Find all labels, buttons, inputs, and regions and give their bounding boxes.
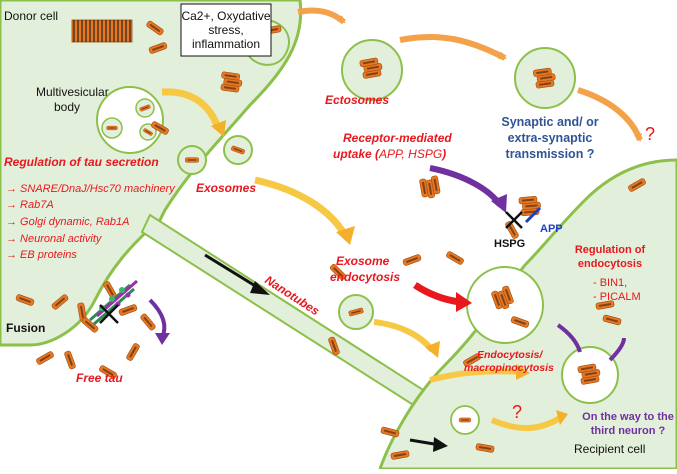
ectosomes-label: Ectosomes <box>325 93 389 107</box>
recipient-cell-label: Recipient cell <box>574 442 645 456</box>
third-neuron-label-2: third neuron ? <box>591 425 666 437</box>
regulation-item-2: → Rab7A <box>6 199 54 211</box>
third-neuron-label-1: On the way to the <box>582 411 674 423</box>
stress-label-2: stress, <box>208 23 243 37</box>
free-tau-label: Free tau <box>76 371 123 385</box>
stress-label-3: inflammation <box>192 37 260 51</box>
stress-label-1: Ca2+, Oxydative <box>181 9 270 23</box>
regulation-item-4: → Neuronal activity <box>6 233 103 245</box>
fusion-label: Fusion <box>6 321 45 335</box>
hspg-label: HSPG <box>494 238 525 250</box>
regulation-endocytosis-label-1: Regulation of <box>575 244 646 256</box>
app-receptor <box>524 206 542 224</box>
macropinocytosis-label-2: macropinocytosis <box>464 362 554 374</box>
question-mark-top: ? <box>645 124 655 144</box>
endo-item-picalm: - PICALM <box>593 291 641 303</box>
app-label: APP <box>540 223 563 235</box>
regulation-title: Regulation of tau secretion <box>4 155 159 169</box>
synaptic-label-2: extra-synaptic <box>508 131 593 145</box>
block-x-icon <box>99 211 523 324</box>
regulation-item-1: → SNARE/DnaJ/Hsc70 machinery <box>6 183 176 195</box>
mvb-label-1: Multivesicular <box>36 85 109 99</box>
receptor-uptake-label-2: uptake (APP, HSPG) <box>333 147 446 161</box>
regulation-item-5: → EB proteins <box>6 249 77 261</box>
donor-cell-label: Donor cell <box>4 9 58 23</box>
regulation-endocytosis-label-2: endocytosis <box>578 258 642 270</box>
endo-item-bin1: - BIN1, <box>593 277 627 289</box>
exosome-endocytosis-label-2: endocytosis <box>330 270 400 284</box>
synaptic-label-3: transmission ? <box>506 147 595 161</box>
macropinocytosis-label-1: Endocytosis/ <box>477 349 543 361</box>
synaptic-label-1: Synaptic and/ or <box>501 115 598 129</box>
arrow-icon <box>148 7 643 452</box>
receptor-uptake-label-1: Receptor-mediated <box>343 131 452 145</box>
mvb-label-2: body <box>54 100 80 114</box>
exosome-endocytosis-label-1: Exosome <box>336 254 390 268</box>
stress-box <box>180 3 272 57</box>
tau-aggregate-icon <box>14 19 647 461</box>
question-mark-bottom: ? <box>512 402 522 422</box>
regulation-item-3: → Golgi dynamic, Rab1A <box>6 216 130 228</box>
exosomes-label: Exosomes <box>196 181 256 195</box>
